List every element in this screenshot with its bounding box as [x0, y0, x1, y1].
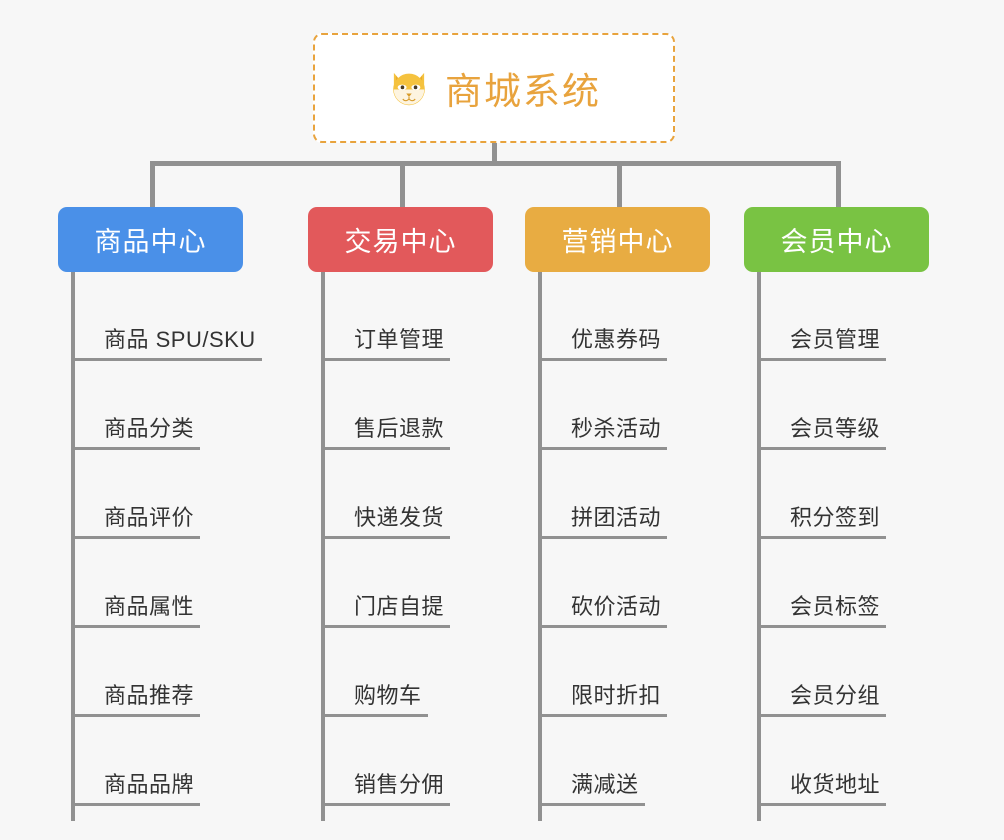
- leaf-label: 门店自提: [354, 593, 445, 619]
- root-node[interactable]: 商城系统: [313, 33, 675, 143]
- leaf-underline: 会员等级: [757, 414, 887, 450]
- connector-root-stem: [492, 143, 497, 165]
- branch-header-label: 交易中心: [344, 227, 457, 257]
- leaf-underline: 砍价活动: [538, 592, 668, 628]
- leaf-label: 优惠券码: [571, 326, 662, 352]
- connector-trunk: [71, 272, 75, 821]
- leaf-label: 会员管理: [790, 326, 881, 352]
- leaf-label: 商品推荐: [104, 682, 195, 708]
- leaf-underline: 商品分类: [71, 414, 201, 450]
- connector-drop-4: [836, 161, 841, 209]
- leaf-underline: 秒杀活动: [538, 414, 668, 450]
- connector-horizontal-bar: [150, 161, 841, 166]
- leaf-underline: 商品推荐: [71, 681, 201, 717]
- leaf-underline: 满减送: [538, 770, 645, 806]
- branch-header-label: 营销中心: [561, 227, 674, 257]
- connector-trunk: [757, 272, 761, 821]
- leaf-label: 商品分类: [104, 415, 195, 441]
- leaf-underline: 优惠券码: [538, 325, 668, 361]
- leaf-underline: 拼团活动: [538, 503, 668, 539]
- leaf-underline: 快递发货: [321, 503, 451, 539]
- branch-header-label: 会员中心: [780, 227, 893, 257]
- branch-header-member-center[interactable]: 会员中心: [744, 207, 929, 272]
- leaf-underline: 商品评价: [71, 503, 201, 539]
- leaf-label: 会员标签: [790, 593, 881, 619]
- branch-header-trade-center[interactable]: 交易中心: [308, 207, 493, 272]
- connector-drop-3: [617, 161, 622, 209]
- leaf-label: 满减送: [571, 771, 639, 797]
- leaf-underline: 商品属性: [71, 592, 201, 628]
- leaf-label: 限时折扣: [571, 682, 662, 708]
- leaf-underline: 售后退款: [321, 414, 451, 450]
- leaf-underline: 商品 SPU/SKU: [71, 325, 262, 361]
- branch-header-label: 商品中心: [94, 227, 207, 257]
- leaf-label: 商品评价: [104, 504, 195, 530]
- leaf-label: 会员分组: [790, 682, 881, 708]
- leaf-underline: 会员管理: [757, 325, 887, 361]
- leaf-label: 商品属性: [104, 593, 195, 619]
- leaf-underline: 会员分组: [757, 681, 887, 717]
- leaf-label: 销售分佣: [354, 771, 445, 797]
- leaf-underline: 会员标签: [757, 592, 887, 628]
- root-title: 商城系统: [445, 71, 601, 112]
- leaf-underline: 商品品牌: [71, 770, 201, 806]
- leaf-label: 积分签到: [790, 504, 881, 530]
- leaf-underline: 购物车: [321, 681, 428, 717]
- leaf-label: 收货地址: [790, 771, 881, 797]
- connector-drop-1: [150, 161, 155, 209]
- branch-header-product-center[interactable]: 商品中心: [58, 207, 243, 272]
- leaf-underline: 销售分佣: [321, 770, 451, 806]
- leaf-label: 拼团活动: [571, 504, 662, 530]
- shiba-dog-face-icon: [387, 66, 431, 110]
- connector-trunk: [538, 272, 542, 821]
- leaf-underline: 订单管理: [321, 325, 451, 361]
- leaf-underline: 门店自提: [321, 592, 451, 628]
- leaf-underline: 积分签到: [757, 503, 887, 539]
- leaf-label: 快递发货: [354, 504, 445, 530]
- branch-header-marketing-center[interactable]: 营销中心: [525, 207, 710, 272]
- leaf-label: 商品品牌: [104, 771, 195, 797]
- connector-trunk: [321, 272, 325, 821]
- leaf-label: 商品 SPU/SKU: [104, 326, 256, 352]
- leaf-label: 砍价活动: [571, 593, 662, 619]
- leaf-label: 购物车: [354, 682, 422, 708]
- leaf-label: 会员等级: [790, 415, 881, 441]
- leaf-underline: 收货地址: [757, 770, 887, 806]
- leaf-underline: 限时折扣: [538, 681, 668, 717]
- connector-drop-2: [400, 161, 405, 209]
- leaf-label: 售后退款: [354, 415, 445, 441]
- leaf-label: 订单管理: [354, 326, 445, 352]
- leaf-label: 秒杀活动: [571, 415, 662, 441]
